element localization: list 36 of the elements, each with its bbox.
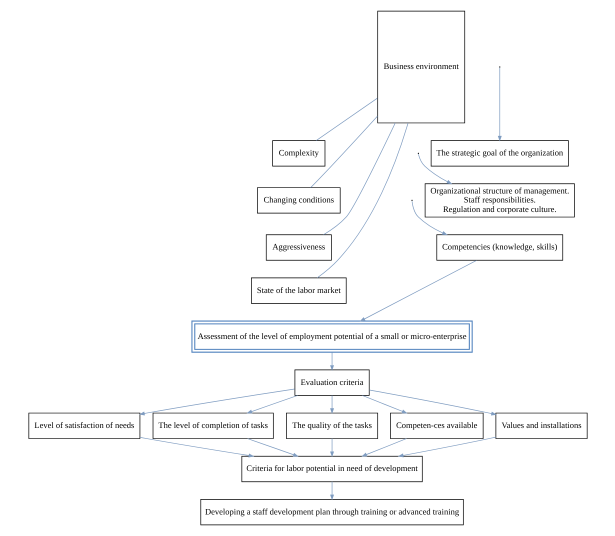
- node-box: Organizational structure of management. Staff responsibilities. Regulation and corporate culture.: [424, 183, 574, 218]
- arrow: [138, 388, 295, 416]
- arrow: [411, 200, 448, 236]
- arrow: [362, 395, 408, 414]
- node-box: The level of completion of tasks: [152, 412, 274, 439]
- node-box: Business environment: [376, 10, 465, 124]
- node-box: Aggressiveness: [265, 234, 332, 261]
- arrow: [360, 438, 406, 457]
- connector: [310, 116, 378, 188]
- arrow: [330, 438, 334, 458]
- connector: [315, 98, 378, 141]
- node-box: Assessment of the level of employment potential of a small or micro-enterprise: [190, 320, 472, 353]
- node-box: Evaluation criteria: [294, 370, 370, 396]
- arrow: [139, 437, 254, 458]
- arrow: [330, 395, 334, 414]
- connector: [322, 122, 396, 236]
- arrow: [368, 390, 496, 416]
- arrow: [330, 481, 334, 500]
- node-box: The strategic goal of the organization: [430, 140, 568, 166]
- arrow: [497, 67, 502, 142]
- node-box: Changing conditions: [256, 187, 340, 214]
- arrow: [330, 352, 334, 371]
- arrow: [397, 436, 496, 458]
- node-box: Developing a staff development plan through training or advanced training: [200, 499, 464, 526]
- node-box: State of the labor market: [250, 278, 346, 304]
- node-box: Criteria for labor potential in need of development: [240, 456, 422, 482]
- arrow: [359, 260, 476, 322]
- node-box: Values and installations: [495, 412, 588, 439]
- arrow: [418, 154, 452, 184]
- node-box: Level of satisfaction of needs: [28, 412, 140, 439]
- arrow: [246, 395, 298, 414]
- node-box: Complexity: [272, 140, 325, 166]
- arrow: [246, 438, 298, 457]
- node-box: Competencies (knowledge, skills): [436, 234, 563, 261]
- node-box: Competen-ces available: [390, 412, 483, 439]
- node-box: The quality of the tasks: [286, 412, 378, 439]
